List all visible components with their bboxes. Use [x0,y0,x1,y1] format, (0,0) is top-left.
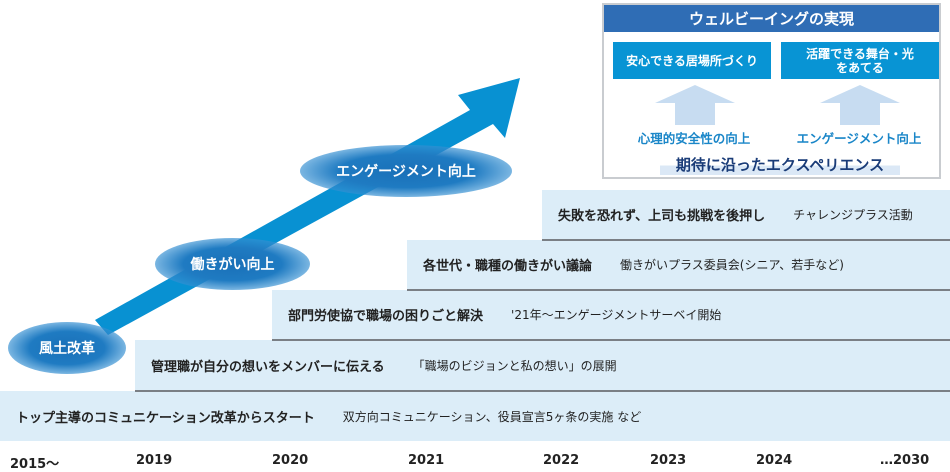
year-label: 2024 [756,453,793,468]
year-label: 2021 [408,453,445,468]
step-main: 管理職が自分の想いをメンバーに伝える [151,359,385,375]
step-sub: 働きがいプラス委員会(シニア、若手など) [620,258,844,272]
driver-engagement: エンゲージメント向上 [796,131,922,146]
step-main: 各世代・職種の働きがい議論 [423,259,593,274]
step-main: 失敗を恐れず、上司も挑戦を後押し [558,209,766,224]
year-label: 2019 [136,453,173,468]
goal-safe-place: 安心できる居場所づくり [613,42,771,79]
wellbeing-title: ウェルビーイングの実現 [604,5,939,32]
goal-active-stage: 活躍できる舞台・光をあてる [781,42,939,79]
up-arrow-icon [820,85,900,125]
year-label: 2015〜 [10,457,60,472]
wellbeing-panel: ウェルビーイングの実現 安心できる居場所づくり 活躍できる舞台・光をあてる 心理… [602,3,941,179]
bubble-job-satisfaction: 働きがい向上 [155,238,310,290]
step-sub: '21年〜エンゲージメントサーベイ開始 [511,308,722,322]
step-sub: チャレンジプラス活動 [793,208,913,222]
year-label: 2020 [272,453,309,468]
step-2: 管理職が自分の想いをメンバーに伝える 「職場のビジョンと私の想い」の展開 [135,340,950,392]
bubble-label: 風土改革 [39,341,95,357]
step-main: トップ主導のコミュニケーション改革からスタート [16,410,315,426]
step-4: 各世代・職種の働きがい議論 働きがいプラス委員会(シニア、若手など) [407,240,950,291]
driver-psych-safety: 心理的安全性の向上 [637,131,751,146]
bubble-engagement: エンゲージメント向上 [300,145,512,197]
step-sub: 双方向コミュニケーション、役員宣言5ヶ条の実施 など [342,409,642,424]
bubble-label: エンゲージメント向上 [336,164,476,180]
bubble-culture-reform: 風土改革 [8,322,126,374]
expected-experience: 期待に沿ったエクスペリエンス [660,154,900,175]
up-arrow-icon [655,85,735,125]
goal-active-stage-label: 活躍できる舞台・光をあてる [806,46,914,75]
step-3: 部門労使協で職場の困りごと解決 '21年〜エンゲージメントサーベイ開始 [272,290,950,341]
step-5: 失敗を恐れず、上司も挑戦を後押し チャレンジプラス活動 [542,190,950,241]
year-label: 2023 [650,453,687,468]
bubble-label: 働きがい向上 [190,257,275,273]
step-1: トップ主導のコミュニケーション改革からスタート 双方向コミュニケーション、役員宣… [0,391,950,441]
step-sub: 「職場のビジョンと私の想い」の展開 [412,358,617,373]
step-main: 部門労使協で職場の困りごと解決 [288,309,484,324]
year-label: 2022 [543,453,580,468]
year-label: …2030 [880,453,930,468]
